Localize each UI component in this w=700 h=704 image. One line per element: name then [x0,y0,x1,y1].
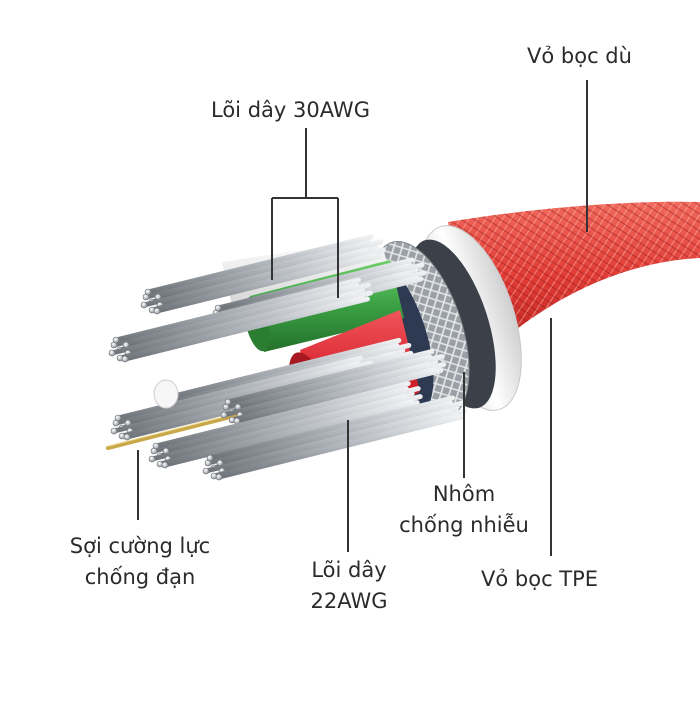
strand-bundle [220,349,447,425]
strand-wire [216,414,464,480]
strand-wire [205,400,453,466]
strand-tip [110,427,118,435]
strand-wire [234,368,444,424]
strand-wire [109,290,357,356]
strand-wire [145,234,374,295]
strand-wire [162,400,420,468]
label-core-22awg: Lõi dây 22AWG [294,556,404,615]
conductor-strands [108,234,467,481]
strand-wire [141,247,370,308]
strand-tip [108,349,116,357]
label-kevlar-line1: Sợi cường lực [69,534,211,558]
strand-wire [115,355,363,421]
strand-wire [154,253,383,314]
strand-wire [163,337,402,401]
strand-wire [237,362,447,418]
strand-bundle [202,395,467,481]
strand-wire [151,386,409,454]
kevlar-bundle-tip [153,379,179,409]
strand-tip [123,433,131,441]
strand-wire [217,400,465,466]
strand-tip [144,288,152,296]
label-kevlar: Sợi cường lực chống đạn [48,532,232,591]
strand-tip [214,304,222,312]
label-core-30awg: Lõi dây 30AWG [211,98,370,122]
strand-wire [203,408,451,474]
strand-tip [121,355,129,363]
strand-wire [219,408,467,474]
strand-tip [140,301,148,309]
strand-wire [125,360,373,426]
strand-wire [207,395,455,461]
strand-bundle [108,277,373,363]
label-core-22awg-line1: Lõi dây [311,558,387,582]
strand-tip [114,414,122,422]
kevlar-fiber [106,410,252,450]
strand-wire [149,394,407,462]
strand-wire [113,360,361,426]
strand-tip [161,461,169,469]
strand-wire [125,290,373,356]
strand-wire [111,282,359,348]
strand-wire [113,277,361,343]
label-tpe-jacket: Vỏ bọc TPE [481,567,599,591]
strand-tip [206,454,214,462]
strand-wire [163,386,421,454]
strand-wire [223,354,433,410]
label-kevlar-line2: chống đạn [84,565,196,589]
strand-wire [155,239,384,300]
strand-wire [143,239,372,300]
label-core-22awg-line2: 22AWG [310,589,388,613]
strand-wire [161,342,400,406]
label-shield-line1: Nhôm [432,482,496,506]
strand-wire [221,362,431,418]
strand-tip [224,398,232,406]
strand-bundle [148,381,423,469]
strand-wire [225,349,435,405]
strand-tip [153,307,161,315]
leader-lines [137,80,588,556]
strand-wire [153,381,411,449]
strand-tip [152,442,160,450]
strand-wire [215,257,415,311]
label-outer-braid: Vỏ bọc dù [527,44,632,68]
strand-wire [122,296,370,362]
strand-tip [220,411,228,419]
strand-tip [202,467,210,475]
strand-tip [112,336,120,344]
strand-wire [235,354,445,410]
label-shield-line2: chống nhiễu [399,513,529,537]
strand-wire [165,394,423,462]
strand-tip [148,455,156,463]
label-shield: Nhôm chống nhiễu [388,480,540,539]
strand-tip [215,473,223,481]
strand-wire [123,282,371,348]
